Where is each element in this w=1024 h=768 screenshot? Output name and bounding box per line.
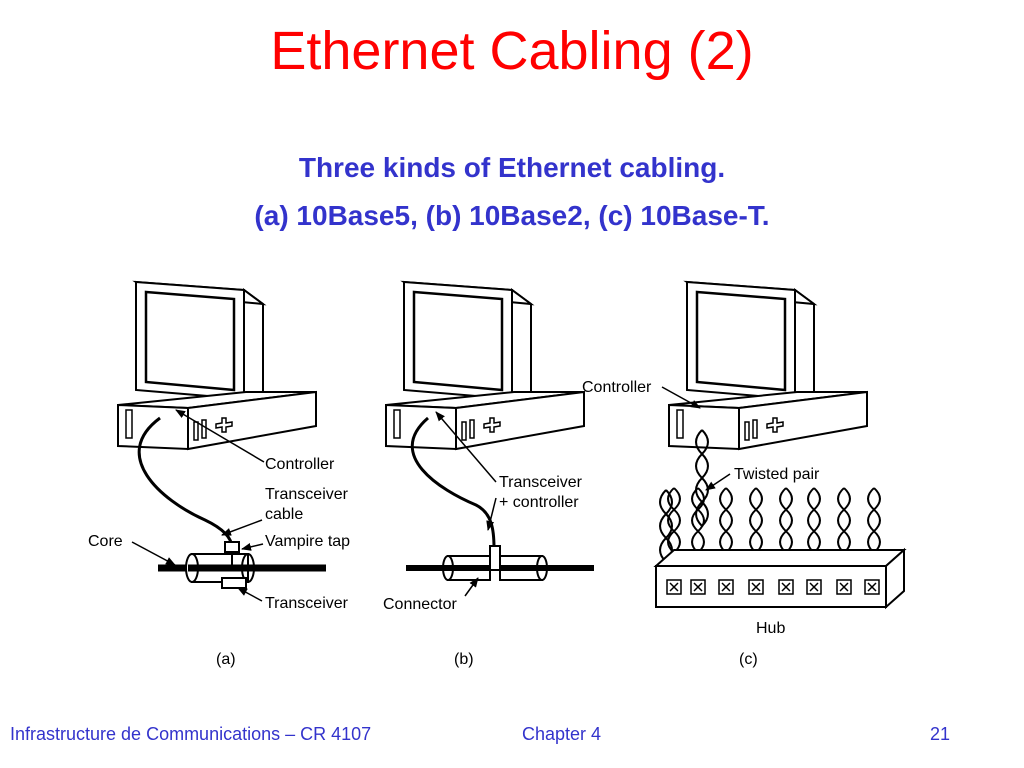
ethernet-cabling-figure: Controller Transceiver cable Core Vampir… — [88, 280, 907, 668]
label-transceiver-cable-2: cable — [265, 506, 303, 523]
slide-subtitle-line2: (a) 10Base5, (b) 10Base2, (c) 10Base-T. — [254, 200, 770, 231]
slide-subtitle-line1: Three kinds of Ethernet cabling. — [298, 152, 726, 183]
label-hub: Hub — [756, 620, 785, 637]
caption-a: (a) — [216, 651, 236, 668]
label-controller-a: Controller — [265, 456, 335, 473]
diagram-a-10base5: Controller Transceiver cable Core Vampir… — [88, 280, 350, 668]
label-controller-c: Controller — [582, 379, 652, 396]
transceiver-cable — [137, 416, 234, 549]
label-connector: Connector — [383, 596, 457, 613]
label-transceiver-controller-1: Transceiver — [499, 474, 583, 491]
slide-title: Ethernet Cabling (2) — [270, 21, 754, 81]
label-core: Core — [88, 533, 123, 550]
computer-c-icon — [667, 280, 869, 451]
diagram-b-10base2: Transceiver + controller Connector (b) — [383, 280, 594, 668]
computer-a-icon — [116, 280, 318, 451]
computer-b-icon — [384, 280, 586, 451]
label-transceiver-cable-1: Transceiver — [265, 486, 349, 503]
t-connector — [489, 545, 501, 571]
diagram-c-10base-t: Controller Twisted pair Hub (c) — [582, 280, 907, 668]
vampire-tap — [224, 541, 240, 553]
label-transceiver-controller-2: + controller — [499, 494, 579, 511]
footer-course: Infrastructure de Communications – CR 41… — [10, 724, 372, 744]
footer-page-number: 21 — [930, 724, 951, 744]
hub-box — [653, 547, 907, 610]
label-twisted-pair: Twisted pair — [734, 466, 820, 483]
footer-chapter: Chapter 4 — [522, 724, 602, 744]
caption-c: (c) — [739, 651, 758, 668]
label-transceiver: Transceiver — [265, 595, 349, 612]
label-vampire-tap: Vampire tap — [265, 533, 350, 550]
caption-b: (b) — [454, 651, 474, 668]
